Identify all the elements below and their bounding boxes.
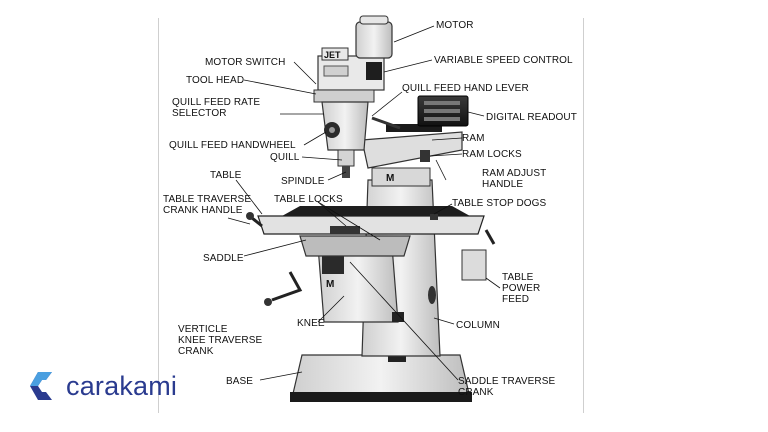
label-table-locks: TABLE LOCKS xyxy=(274,194,343,205)
c-logo-icon xyxy=(30,372,52,400)
table-shape xyxy=(257,206,485,235)
leader-lines xyxy=(227,25,501,381)
tool-head-shape: JET xyxy=(313,47,401,178)
carakami-logo: carakami xyxy=(26,364,177,408)
knee-shape: M xyxy=(317,245,404,323)
table-traverse-crank-shape xyxy=(246,212,263,228)
knee-emblem-text: M xyxy=(326,279,334,290)
label-ram-adjust-handle: RAM ADJUST HANDLE xyxy=(482,168,547,190)
label-saddle-traverse-crank: SADDLE TRAVERSE CRANK xyxy=(458,376,556,398)
label-quill-feed-handwheel: QUILL FEED HANDWHEEL xyxy=(169,140,296,151)
label-ram: RAM xyxy=(462,133,485,144)
label-ram-locks: RAM LOCKS xyxy=(462,149,522,160)
label-table: TABLE xyxy=(210,170,242,181)
label-variable-speed-control: VARIABLE SPEED CONTROL xyxy=(434,55,573,66)
base-shape xyxy=(290,354,472,402)
label-table-traverse-crank-handle: TABLE TRAVERSE CRANK HANDLE xyxy=(163,194,252,216)
label-table-stop-dogs: TABLE STOP DOGS xyxy=(452,198,547,209)
label-spindle: SPINDLE xyxy=(281,176,325,187)
motor-shape xyxy=(355,15,393,59)
label-column: COLUMN xyxy=(456,320,500,331)
column-emblem-text: M xyxy=(386,173,394,184)
label-digital-readout: DIGITAL READOUT xyxy=(486,112,577,123)
label-motor: MOTOR xyxy=(436,20,474,31)
brand-text: JET xyxy=(324,50,341,60)
digital-readout-shape xyxy=(417,95,469,127)
label-knee: KNEE xyxy=(297,318,325,329)
label-verticle-knee-traverse-crank: VERTICLE KNEE TRAVERSE CRANK xyxy=(178,324,263,357)
saddle-shape xyxy=(299,235,411,257)
label-saddle: SADDLE xyxy=(203,253,244,264)
knee-crank-shape xyxy=(264,271,303,306)
label-quill-feed-rate-selector: QUILL FEED RATE SELECTOR xyxy=(172,97,261,119)
ram-shape xyxy=(361,124,463,169)
label-table-power-feed: TABLE POWER FEED xyxy=(502,272,541,305)
label-quill: QUILL xyxy=(270,152,300,163)
power-feed-shape xyxy=(461,229,496,281)
label-tool-head: TOOL HEAD xyxy=(186,75,245,86)
logo-text: carakami xyxy=(66,370,178,401)
label-base: BASE xyxy=(226,376,254,387)
label-quill-feed-hand-lever: QUILL FEED HAND LEVER xyxy=(402,83,529,94)
label-motor-switch: MOTOR SWITCH xyxy=(205,57,286,68)
